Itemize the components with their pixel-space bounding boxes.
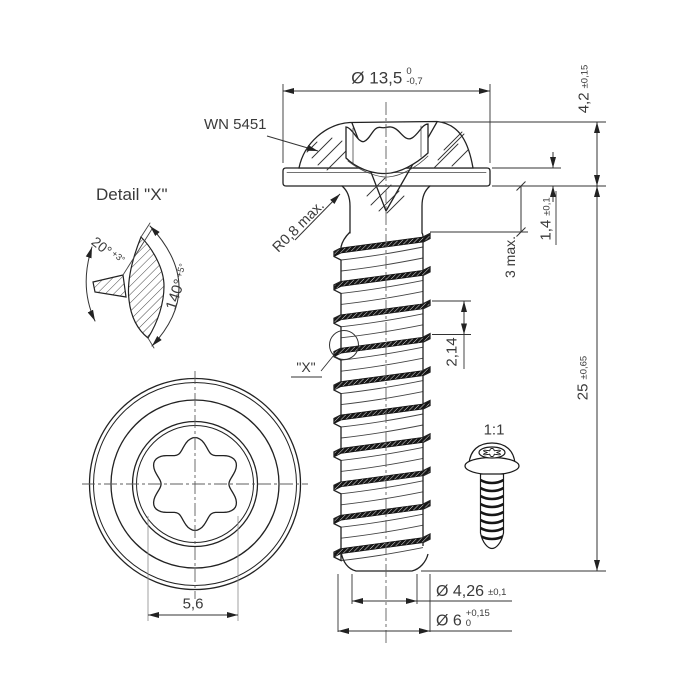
thread-profile xyxy=(333,231,431,572)
detail-x-view xyxy=(85,222,180,349)
angle-20-arc xyxy=(85,246,96,322)
dim-core-diameter: Ø 4,26±0,1 xyxy=(436,583,507,600)
detail-title: Detail "X" xyxy=(96,185,168,204)
section-hatching xyxy=(306,131,469,214)
dim-flange-thickness: 1,4±0,1 xyxy=(537,197,555,241)
dim-head-height: 4,2±0,15 xyxy=(575,64,593,114)
dimension-lines xyxy=(147,84,606,634)
mini-torx-recess xyxy=(483,448,501,457)
dim-length: 25±0,65 xyxy=(574,355,592,401)
thread-tooth-section xyxy=(92,274,127,298)
dim-pitch: 2,14 xyxy=(443,337,461,367)
side-view-screw xyxy=(282,120,491,234)
dim-thread-runout: 3 max. xyxy=(502,235,518,279)
dim-head-diameter-value: Ø 13,5 xyxy=(351,68,403,88)
radius-leader xyxy=(294,193,341,241)
scale-1-1-screw xyxy=(464,442,520,550)
wn-leader xyxy=(266,135,319,152)
torx-recess-outline xyxy=(152,436,238,532)
mini-thread-rings xyxy=(480,478,504,541)
dim-torx-width: 5,6 xyxy=(182,595,204,613)
detail-x-circle xyxy=(329,330,359,360)
dim-head-diameter-tolerance: 0-0,7 xyxy=(406,65,423,87)
scale-label: 1:1 xyxy=(483,421,505,439)
centerlines xyxy=(82,102,387,646)
wn-standard-label: WN 5451 xyxy=(204,116,267,133)
x-callout-label: "X" xyxy=(296,359,316,375)
angle-140-arc xyxy=(149,225,180,347)
